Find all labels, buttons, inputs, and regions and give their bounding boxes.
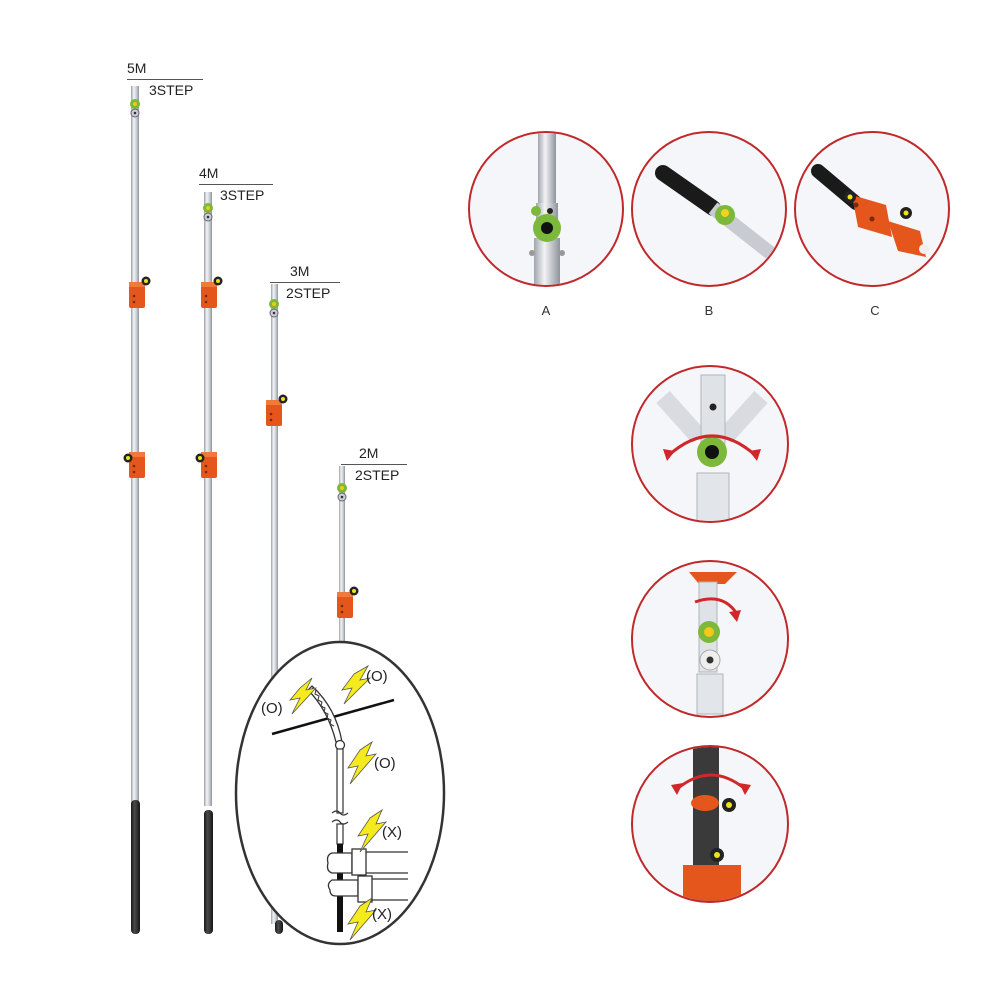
lightning-icon xyxy=(347,896,378,941)
label-rule xyxy=(341,464,407,465)
pole-4m xyxy=(195,192,223,934)
lightning-icon xyxy=(357,808,388,853)
pole-steps: 3STEP xyxy=(220,187,265,203)
lightning-icon xyxy=(288,677,318,715)
pole-length: 3M xyxy=(290,263,310,279)
safety-diagram: (O) (O) (O) (X) (X) xyxy=(232,638,448,948)
pole-steps: 2STEP xyxy=(355,467,400,483)
label-rule xyxy=(127,79,203,80)
pole-length: 5M xyxy=(127,60,147,76)
pole-length: 2M xyxy=(359,445,379,461)
label-rule xyxy=(199,184,273,185)
lightning-icon xyxy=(347,740,378,785)
label-rule xyxy=(270,282,340,283)
hand-upper-icon xyxy=(326,848,408,876)
unsafe-mark: (X) xyxy=(382,824,402,841)
angle-view-head xyxy=(631,365,789,523)
safe-mark: (O) xyxy=(374,755,396,772)
angle-view-rotation-knob xyxy=(631,560,789,718)
lightning-icon xyxy=(341,664,372,705)
safe-mark: (O) xyxy=(261,700,283,717)
detail-view-a xyxy=(468,131,624,287)
detail-label-c: C xyxy=(870,303,880,318)
detail-label-a: A xyxy=(541,303,551,318)
detail-view-b xyxy=(631,131,787,287)
pole-3m xyxy=(266,284,288,934)
pole-steps: 2STEP xyxy=(286,285,331,301)
pole-2m xyxy=(336,466,359,646)
pole-5m xyxy=(123,86,151,934)
pole-illustrations xyxy=(123,86,359,934)
pole-length: 4M xyxy=(199,165,219,181)
detail-label-b: B xyxy=(704,303,714,318)
safe-mark: (O) xyxy=(366,668,388,685)
hand-lower-icon xyxy=(327,875,408,903)
angle-view-clamp xyxy=(631,745,789,903)
pole-steps: 3STEP xyxy=(149,82,194,98)
unsafe-mark: (X) xyxy=(372,906,392,923)
detail-view-c xyxy=(794,131,950,287)
